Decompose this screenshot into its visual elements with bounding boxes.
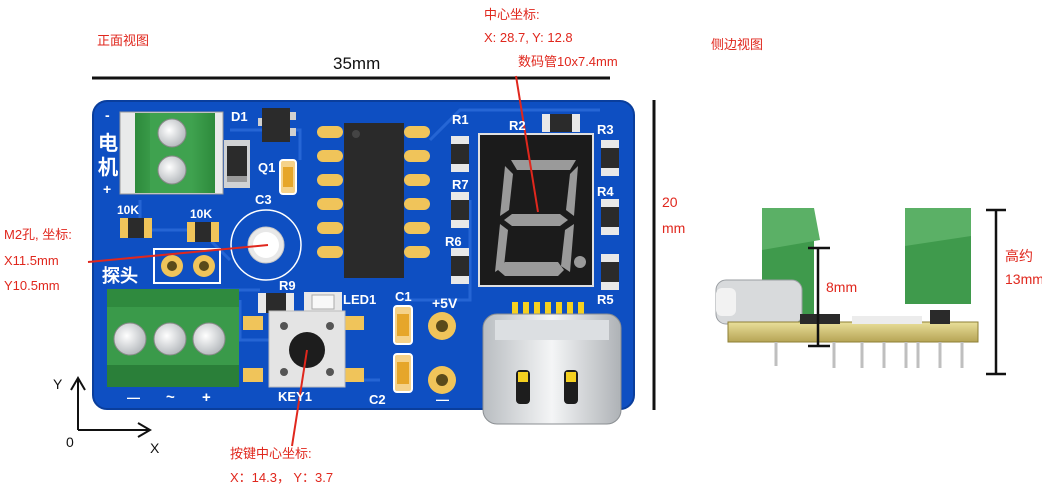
- silk-10k-b: 10K: [190, 207, 212, 221]
- terminal-height: 8mm: [826, 279, 858, 295]
- capacitor-c2: [393, 353, 413, 393]
- resistor-r7: [451, 192, 469, 228]
- center-title: 中心坐标:: [484, 7, 540, 22]
- silk-term-ac: ~: [166, 389, 175, 406]
- power-pad-gnd: [428, 366, 456, 394]
- silk-pwr-minus: —: [436, 392, 449, 407]
- power-terminal-block: [107, 289, 239, 387]
- usb-c-connector: [482, 302, 622, 425]
- seven-segment-display: [478, 133, 594, 287]
- resistor-10k-b: [187, 222, 219, 242]
- silk-r3: R3: [597, 122, 614, 137]
- hole-pointer-line: [87, 244, 269, 263]
- hole-title: M2孔, 坐标:: [4, 227, 72, 242]
- front-view-title: 正面视图: [97, 33, 150, 48]
- coordinate-axes: [70, 376, 152, 438]
- silk-r7: R7: [452, 177, 469, 192]
- transistor-q1: [258, 108, 296, 142]
- hole-y: Y10.5mm: [4, 278, 60, 293]
- resistor-r2: [542, 114, 580, 132]
- width-dimension: 35mm: [333, 54, 381, 73]
- silk-r4: R4: [597, 184, 614, 199]
- axis-x-label: X: [150, 440, 160, 456]
- silk-d1: D1: [231, 109, 248, 124]
- resistor-r1: [451, 136, 469, 172]
- silk-term-plus: +: [202, 389, 211, 406]
- resistor-r5: [601, 254, 619, 290]
- axis-origin-label: 0: [66, 434, 74, 450]
- key-coords: X：14.3， Y：3.7: [230, 470, 334, 485]
- center-coords: X: 28.7, Y: 12.8: [484, 30, 573, 45]
- side-height-value: 13mm: [1005, 271, 1042, 287]
- silk-motor-plus: +: [103, 181, 111, 197]
- resistor-r9: [258, 293, 294, 313]
- diode-d1: [224, 140, 250, 188]
- silk-r2: R2: [509, 118, 526, 133]
- center-pointer-line: [515, 75, 539, 213]
- silk-5v: +5V: [432, 295, 458, 311]
- silk-r6: R6: [445, 234, 462, 249]
- silk-term-minus: —: [127, 390, 140, 405]
- capacitor-c3: [279, 159, 297, 195]
- power-pad-5v: [428, 312, 456, 340]
- silk-motor-minus: -: [105, 107, 110, 123]
- display-size: 数码管10x7.4mm: [518, 54, 618, 69]
- silk-r1: R1: [452, 112, 469, 127]
- ic-chip: [317, 123, 430, 278]
- silk-c3: C3: [255, 192, 272, 207]
- key-title: 按键中心坐标:: [230, 446, 312, 461]
- silk-probe: 探头: [102, 265, 138, 286]
- silk-motor-text-2: 机: [98, 155, 118, 179]
- led-led1: [304, 292, 342, 312]
- silk-q1: Q1: [258, 160, 275, 175]
- silk-c2: C2: [369, 392, 386, 407]
- resistor-r3: [601, 140, 619, 176]
- silk-motor-text-1: 电: [98, 132, 118, 155]
- probe-connector: [153, 248, 221, 284]
- resistor-r4: [601, 199, 619, 235]
- silk-r5: R5: [597, 292, 614, 307]
- silk-key1: KEY1: [278, 389, 312, 404]
- key-pointer-line: [291, 349, 308, 447]
- side-height-label: 高约: [1005, 248, 1033, 264]
- silk-10k-a: 10K: [117, 203, 139, 217]
- resistor-r6: [451, 248, 469, 284]
- height-dimension-unit: mm: [662, 220, 686, 236]
- capacitor-c1: [393, 305, 413, 345]
- side-view-title: 侧边视图: [711, 37, 764, 52]
- silk-led1: LED1: [343, 292, 376, 307]
- silk-c1: C1: [395, 289, 412, 304]
- axis-y-label: Y: [53, 376, 63, 392]
- height-dimension-value: 20: [662, 194, 678, 210]
- side-view: [715, 208, 1006, 376]
- hole-x: X11.5mm: [4, 253, 59, 268]
- resistor-10k-a: [120, 218, 152, 238]
- motor-terminal-block: [119, 111, 224, 195]
- silk-r9: R9: [279, 278, 296, 293]
